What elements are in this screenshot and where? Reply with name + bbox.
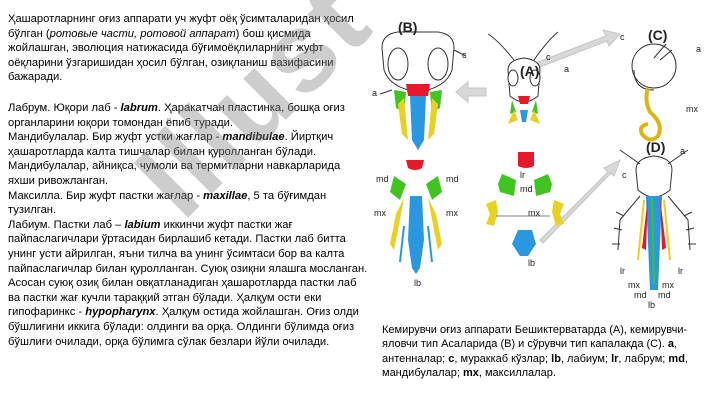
svg-text:a: a	[680, 146, 685, 156]
mandibles-paragraph: Мандибулалар. Бир жуфт устки жағлар - ma…	[8, 131, 341, 187]
label-D: (D)	[646, 139, 665, 155]
svg-text:c: c	[462, 50, 467, 60]
butterfly-head-C	[631, 43, 677, 142]
svg-text:md: md	[634, 290, 647, 300]
svg-text:c: c	[620, 32, 625, 42]
svg-text:a: a	[372, 88, 377, 98]
svg-text:mx: mx	[528, 208, 540, 218]
svg-text:mx: mx	[662, 280, 674, 290]
label-A: (A)	[520, 63, 539, 79]
svg-text:md: md	[520, 184, 533, 194]
mosquito-head-D	[612, 149, 696, 290]
svg-text:mx: mx	[446, 208, 458, 218]
svg-text:c: c	[622, 170, 627, 180]
cockroach-head-A	[487, 31, 559, 124]
svg-text:mx: mx	[686, 104, 698, 114]
svg-text:lb: lb	[648, 300, 655, 310]
svg-text:mx: mx	[374, 208, 386, 218]
cockroach-parts-exploded	[486, 152, 564, 256]
hypopharynx-paragraph: Асосан суюқ озиқ билан овқатланадиган ҳа…	[8, 277, 359, 348]
figure-labels: (B) (A) (C) (D) a c a c lr md mx lb md m…	[372, 19, 701, 310]
svg-text:a: a	[564, 64, 569, 74]
svg-text:lr: lr	[678, 266, 683, 276]
svg-text:md: md	[446, 174, 459, 184]
body-text: Лабрум. Юқори лаб - labrum. Ҳаракатчан п…	[8, 101, 368, 349]
mouthparts-figure: (B) (A) (C) (D) a c a c lr md mx lb md m…	[372, 19, 701, 310]
svg-text:mx: mx	[628, 280, 640, 290]
label-B: (B)	[398, 19, 417, 35]
svg-text:c: c	[546, 52, 551, 62]
svg-text:lb: lb	[414, 278, 421, 288]
svg-text:lr: lr	[520, 170, 525, 180]
bee-head-B	[379, 31, 467, 150]
svg-text:md: md	[658, 290, 671, 300]
svg-text:md: md	[376, 174, 389, 184]
label-C: (C)	[648, 27, 667, 43]
labium-paragraph: Лабиум. Пастки лаб – labium иккинчи жуфт…	[8, 218, 368, 275]
maxilla-paragraph: Максилла. Бир жуфт пастки жағлар - maxil…	[8, 189, 327, 217]
figure-caption: Кемирувчи оғиз аппарати Бешиктерватарда …	[382, 324, 688, 379]
labrum-paragraph: Лабрум. Юқори лаб - labrum. Ҳаракатчан п…	[8, 102, 345, 129]
svg-text:lr: lr	[620, 266, 625, 276]
svg-text:lb: lb	[528, 258, 535, 268]
bee-parts-exploded	[390, 160, 442, 274]
intro-paragraph: Ҳашаротларнинг оғиз аппарати уч жуфт оёқ…	[8, 13, 354, 84]
svg-text:a: a	[696, 44, 701, 54]
